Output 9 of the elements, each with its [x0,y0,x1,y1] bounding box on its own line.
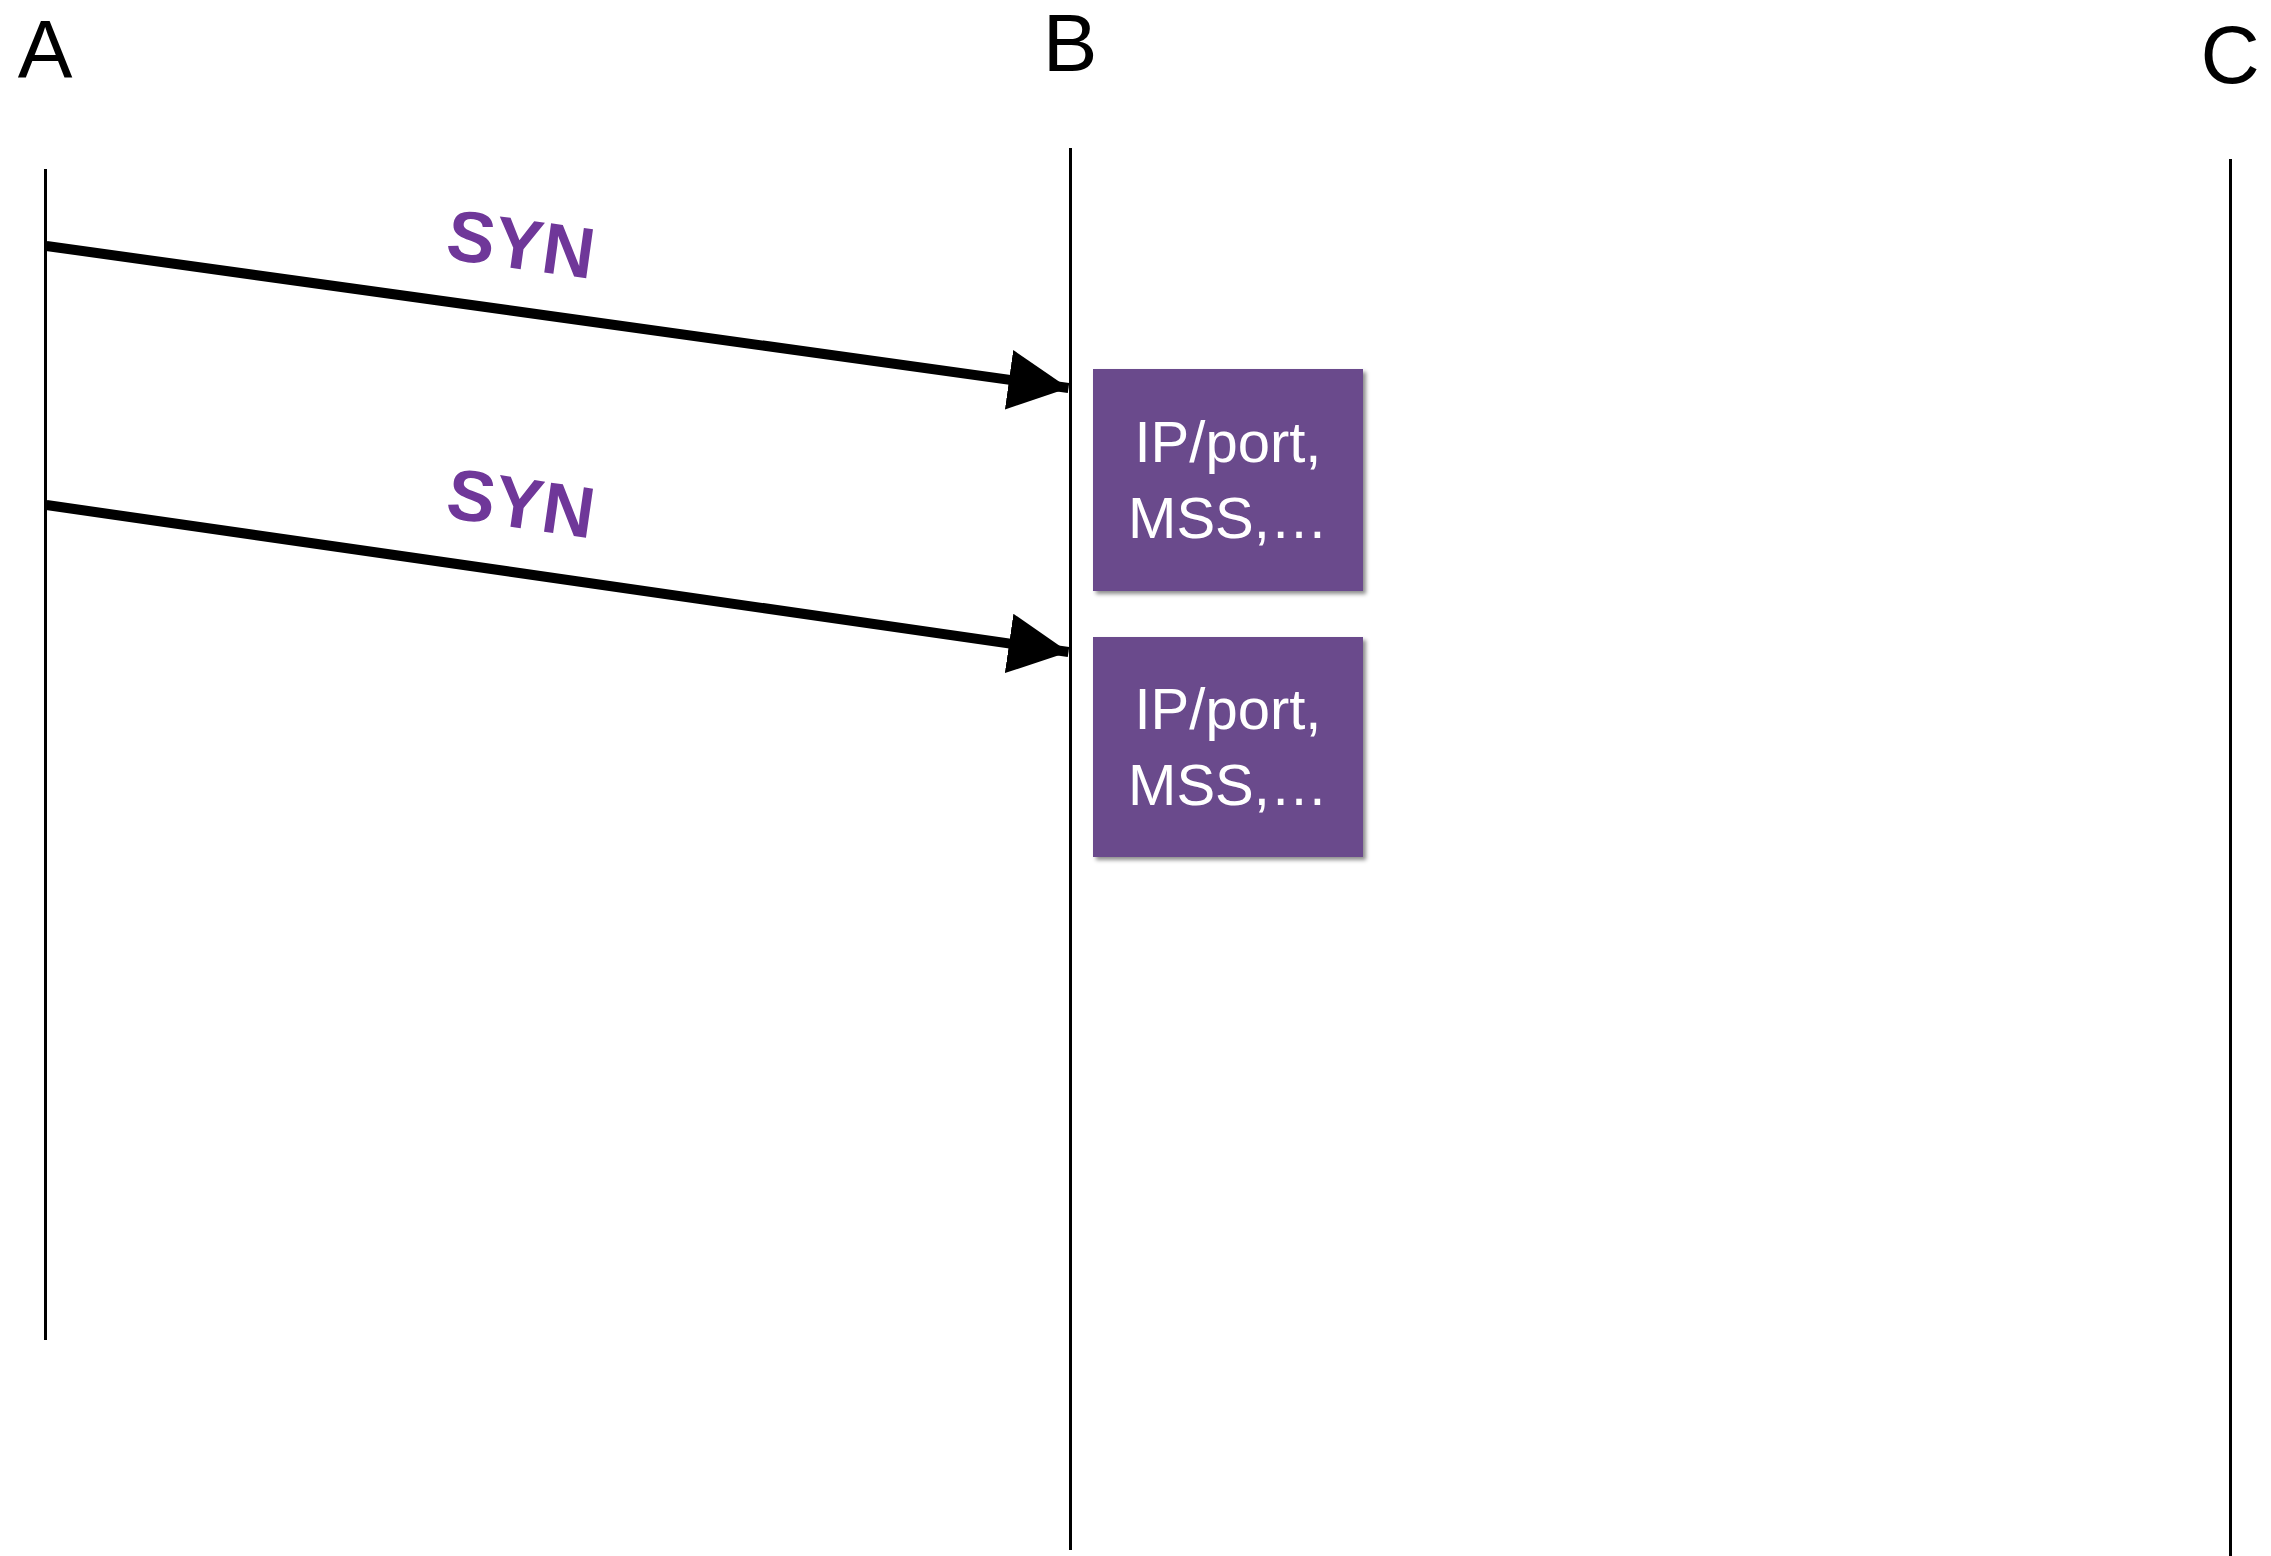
lifeline-label: C [2199,14,2261,96]
state-text: IP/port, MSS,… [1127,408,1329,552]
state-text: IP/port, MSS,… [1127,675,1329,819]
state-box [1093,637,1363,857]
arrow [45,241,1070,410]
arrow [45,500,1070,674]
lifeline-label: A [16,8,74,90]
lifeline-label: B [1041,2,1099,84]
state-box [1093,369,1363,591]
